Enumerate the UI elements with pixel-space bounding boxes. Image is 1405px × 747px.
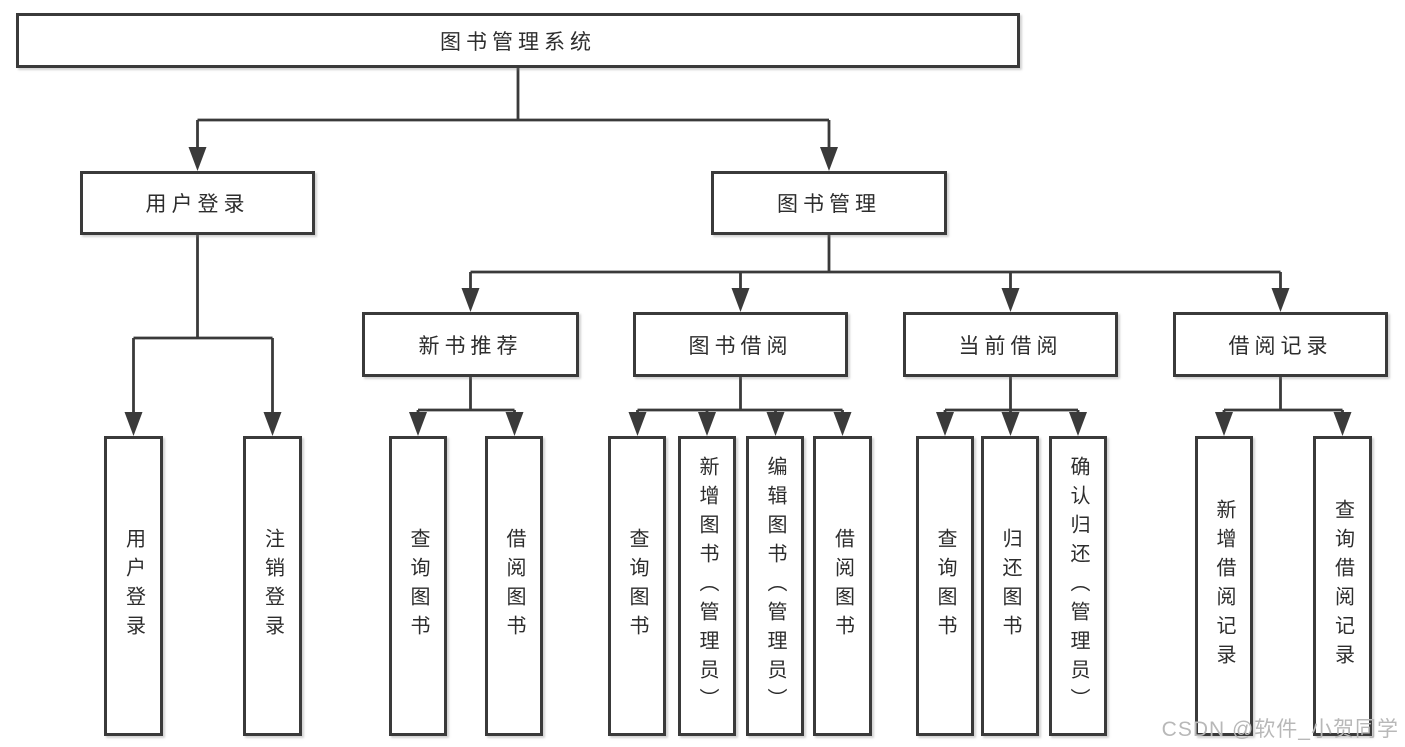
- node-label: 查询图书: [407, 528, 429, 644]
- leaf-borrow-books-recommend: 借阅图书: [485, 436, 543, 736]
- node-label: 查询借阅记录: [1331, 499, 1354, 673]
- arrowheads: [124, 147, 1352, 436]
- node-book-management: 图书管理: [711, 171, 947, 235]
- leaf-edit-books-admin: 编辑图书（管理员）: [746, 436, 804, 736]
- leaf-query-books-recommend: 查询图书: [389, 436, 447, 736]
- node-label: 用户登录: [122, 528, 145, 644]
- node-new-book-recommend: 新书推荐: [362, 312, 579, 377]
- node-label: 编辑图书（管理员）: [764, 455, 786, 717]
- leaf-query-borrow-record: 查询借阅记录: [1313, 436, 1372, 736]
- node-borrowing-records: 借阅记录: [1173, 312, 1388, 377]
- node-current-borrowing: 当前借阅: [903, 312, 1118, 377]
- node-label: 查询图书: [934, 528, 956, 644]
- node-user-login: 用户登录: [80, 171, 315, 235]
- node-label: 借阅图书: [831, 528, 854, 644]
- leaf-borrow-books-borrowing: 借阅图书: [813, 436, 872, 736]
- node-label: 归还图书: [999, 528, 1021, 644]
- node-label: 新增借阅记录: [1213, 499, 1235, 673]
- node-label: 借阅图书: [503, 528, 525, 644]
- leaf-query-books-current: 查询图书: [916, 436, 974, 736]
- node-book-borrowing: 图书借阅: [633, 312, 848, 377]
- node-label: 注销登录: [261, 528, 284, 644]
- node-label: 确认归还（管理员）: [1067, 455, 1089, 717]
- leaf-user-login: 用户登录: [104, 436, 163, 736]
- leaf-return-books: 归还图书: [981, 436, 1039, 736]
- leaf-query-books-borrowing: 查询图书: [608, 436, 666, 736]
- csdn-watermark: CSDN @软件_小贺同学: [1161, 718, 1399, 741]
- node-root-system: 图书管理系统: [16, 13, 1020, 68]
- node-label: 查询图书: [626, 528, 648, 644]
- leaf-confirm-return-admin: 确认归还（管理员）: [1049, 436, 1107, 736]
- node-label: 新增图书（管理员）: [696, 455, 718, 717]
- leaf-logout-login: 注销登录: [243, 436, 302, 736]
- leaf-add-borrow-record: 新增借阅记录: [1195, 436, 1253, 736]
- leaf-add-books-admin: 新增图书（管理员）: [678, 436, 736, 736]
